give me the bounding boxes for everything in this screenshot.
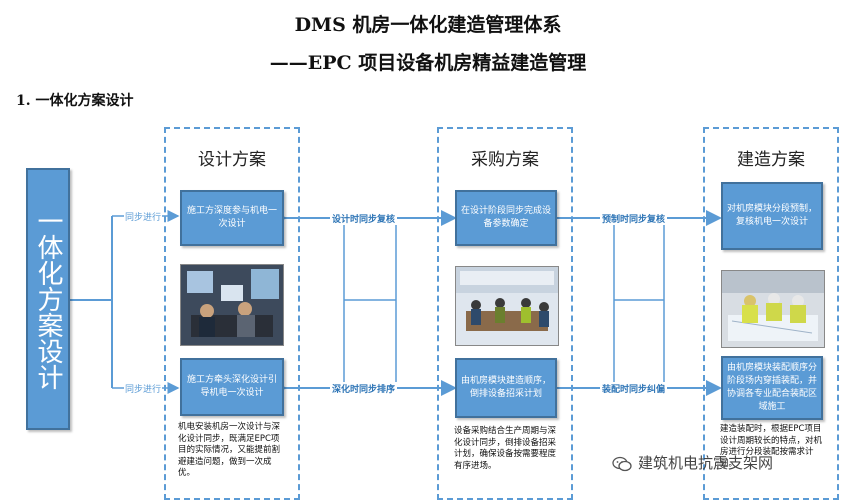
deepen-sort-label: 深化时同步排序 [330, 382, 398, 395]
procurement-bottom-box-label: 由机房模块建造顺序，倒排设备招采计划 [460, 376, 551, 399]
sync-bottom-label: 同步进行 [124, 382, 163, 395]
page-subtitle: ——EPC 项目设备机房精益建造管理 [269, 52, 587, 74]
construction-note: 建造装配时，根据EPC项目设计周期较长的特点，对机房进行分段装配按需求计划。 [720, 424, 823, 469]
design-top-box: 施工方深度参与机电一次设计 [180, 190, 284, 246]
wechat-icon [612, 456, 632, 471]
page-title: DMS 机房一体化建造管理体系 [294, 14, 562, 36]
procurement-top-box-label: 在设计阶段同步完成设备参数确定 [460, 206, 551, 229]
design-note: 机电安装机房一次设计与深化设计同步，既满足EPC项目的实际情况，又能提前割避建造… [178, 422, 281, 478]
design-column [164, 127, 300, 500]
design-title: 设计方案 [198, 150, 266, 170]
procurement-column [437, 127, 573, 500]
design-bottom-box: 施工方牵头深化设计引导机电一次设计 [180, 358, 284, 416]
procurement-meeting-photo [455, 266, 559, 346]
watermark: 建筑机电抗震支架网 [612, 452, 773, 473]
construction-column [703, 127, 839, 500]
construction-top-box: 对机房模块分段预制，复核机电一次设计 [721, 182, 823, 250]
procurement-title: 采购方案 [471, 150, 539, 170]
construction-site-photo [721, 270, 825, 348]
assembly-fix-label: 装配时同步纠偏 [600, 382, 668, 395]
section-heading: 1. 一体化方案设计 [16, 93, 134, 109]
sync-top-label: 同步进行 [124, 210, 163, 223]
construction-title: 建造方案 [737, 150, 805, 170]
integrated-design-box: 一体化方案设计 [26, 168, 70, 430]
design-review-label: 设计时同步复核 [330, 212, 398, 225]
construction-top-box-label: 对机房模块分段预制，复核机电一次设计 [726, 204, 817, 227]
design-bottom-box-label: 施工方牵头深化设计引导机电一次设计 [186, 375, 277, 398]
design-top-box-label: 施工方深度参与机电一次设计 [186, 206, 277, 229]
procurement-note: 设备采购结合生产周期与深化设计同步，倒排设备招采计划，确保设备按需要程度有序进场… [454, 426, 557, 471]
construction-bottom-box: 由机房模块装配顺序分阶段场内穿插装配，并协调各专业配合装配区域施工 [721, 356, 823, 420]
design-meeting-photo [180, 264, 284, 346]
procurement-bottom-box: 由机房模块建造顺序，倒排设备招采计划 [455, 358, 557, 418]
prefab-review-label: 预制时同步复核 [600, 212, 668, 225]
construction-bottom-box-label: 由机房模块装配顺序分阶段场内穿插装配，并协调各专业配合装配区域施工 [726, 363, 817, 412]
watermark-text: 建筑机电抗震支架网 [638, 454, 774, 472]
procurement-top-box: 在设计阶段同步完成设备参数确定 [455, 190, 557, 246]
